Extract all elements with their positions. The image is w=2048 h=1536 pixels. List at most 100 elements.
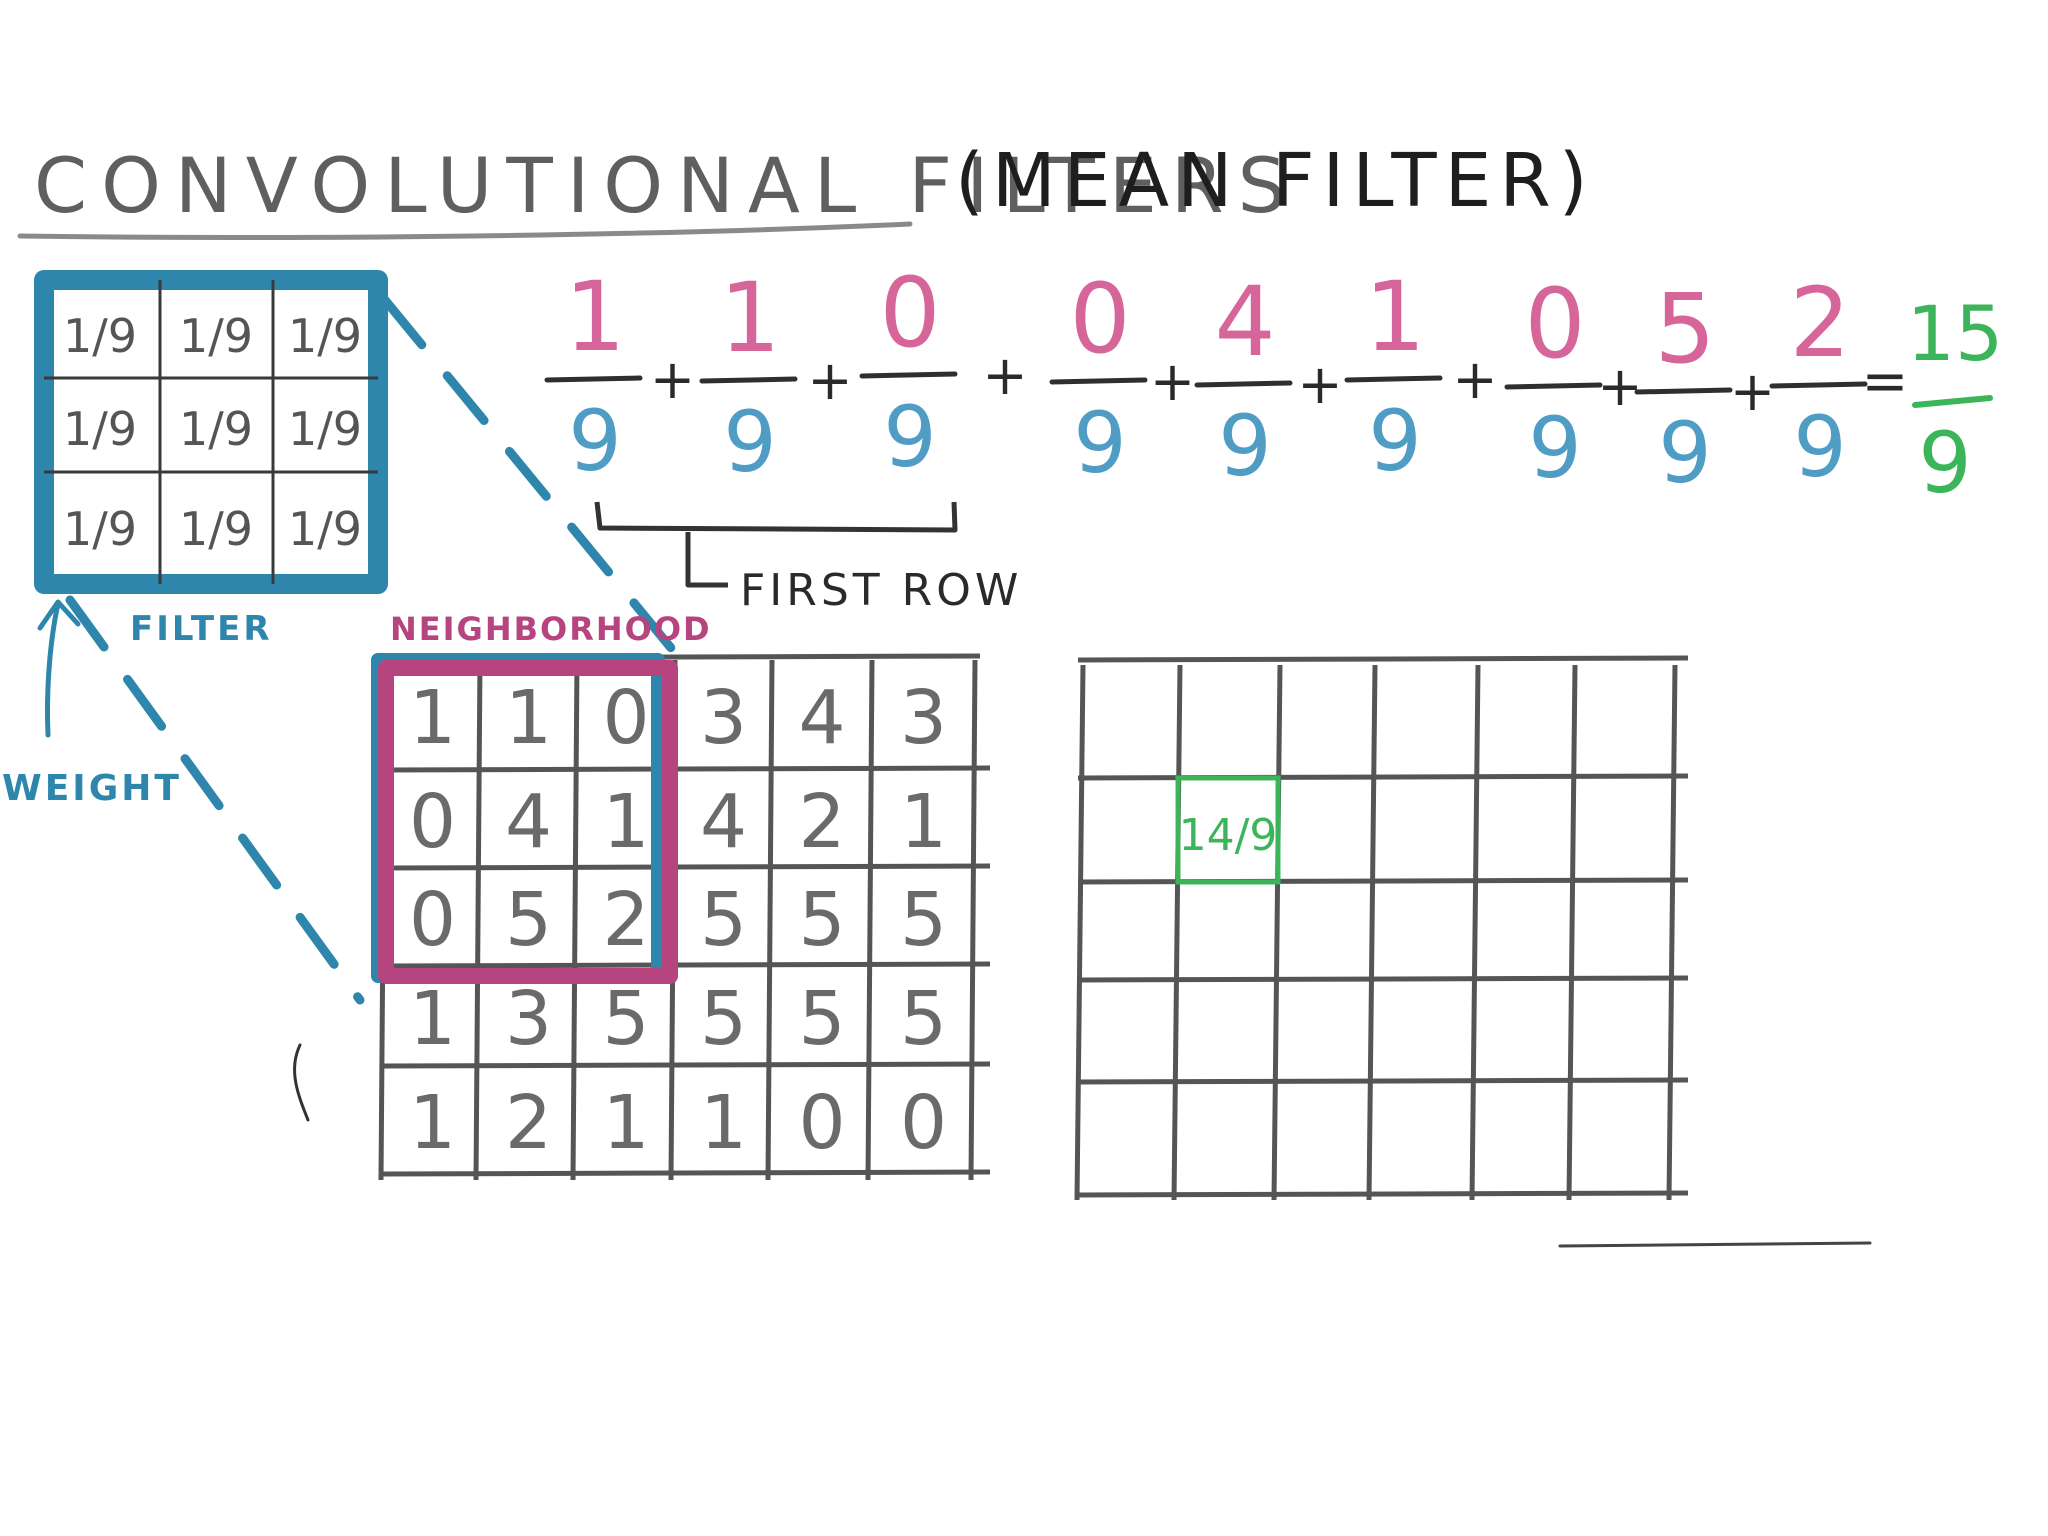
filter-kernel: 1/9 1/9 1/9 1/9 1/9 1/9 1/9 1/9 1/9 FILT…: [34, 270, 388, 649]
fraction-bar: [1634, 387, 1733, 395]
equation-numerator: 0: [879, 257, 940, 369]
filter-cell: 1/9: [63, 502, 137, 556]
projection-line-top: [380, 295, 690, 670]
input-cell-value: 1: [409, 976, 456, 1062]
input-cell-value: 2: [798, 779, 845, 865]
result-fraction-bar: [1912, 395, 1993, 408]
output-highlight-cell: [1175, 775, 1281, 885]
projection-line-bottom: [65, 595, 365, 1005]
equation-numerator: 0: [1524, 268, 1585, 380]
stray-mark: [293, 1043, 310, 1122]
equation-denominator: 9: [1218, 397, 1271, 495]
grid-line: [1077, 1077, 1689, 1085]
filter-cell: 1/9: [179, 502, 253, 556]
input-cell-value: 3: [900, 675, 947, 761]
input-cell-value: 0: [409, 779, 456, 865]
fraction-bar: [1504, 382, 1603, 390]
fraction-bar: [859, 371, 958, 379]
plus-sign: +: [1730, 360, 1775, 423]
grid-line: [1469, 664, 1481, 1201]
title-main: CONVOLUTIONAL FILTERS: [34, 141, 1300, 230]
result-denominator: 9: [1918, 414, 1971, 512]
input-cell-value: 5: [602, 976, 649, 1062]
first-row-label: FIRST ROW: [740, 565, 1022, 616]
plus-sign: +: [807, 349, 852, 412]
input-cell-value: 2: [602, 877, 649, 963]
equation: 19+19+09+09+49+19+09+59+29=159: [544, 257, 2004, 512]
input-cell-value: 5: [700, 877, 747, 963]
grid-line: [1666, 664, 1678, 1201]
grid-line: [382, 765, 991, 773]
grid-line: [570, 659, 580, 1181]
grid-line: [968, 659, 978, 1181]
equation-denominator: 9: [883, 388, 936, 486]
plus-sign: +: [1452, 348, 1497, 411]
input-cell-value: 1: [602, 1080, 649, 1166]
input-cell-value: 5: [900, 976, 947, 1062]
grid-line: [1366, 664, 1378, 1201]
input-cell-value: 5: [798, 877, 845, 963]
fraction-bar: [544, 375, 643, 383]
grid-line: [1077, 975, 1689, 983]
input-cell-value: 2: [505, 1080, 552, 1166]
grid-line: [1566, 664, 1578, 1201]
input-cell-value: 5: [900, 877, 947, 963]
equation-numerator: 1: [1364, 261, 1425, 373]
fraction-bar: [1194, 380, 1293, 388]
weight-annotation: WEIGHT: [2, 599, 179, 809]
input-cell-value: 1: [409, 1080, 456, 1166]
filter-cell: 1/9: [63, 309, 137, 363]
first-row-bracket: FIRST ROW: [594, 501, 1022, 616]
neighborhood-frames: [371, 653, 678, 984]
filter-cell: 1/9: [63, 402, 137, 456]
filter-cell: 1/9: [288, 502, 362, 556]
grid-line: [765, 659, 775, 1181]
equation-denominator: 9: [1793, 398, 1846, 496]
fraction-bar: [699, 376, 798, 384]
equation-numerator: 0: [1069, 263, 1130, 375]
bracket-pointer: [685, 532, 728, 588]
filter-cell: 1/9: [288, 402, 362, 456]
input-cell-value: 4: [700, 779, 747, 865]
grid-line: [473, 659, 483, 1181]
input-cell-value: 5: [798, 976, 845, 1062]
equation-denominator: 9: [1073, 394, 1126, 492]
filter-cell: 1/9: [179, 309, 253, 363]
grid-line: [865, 659, 875, 1181]
stray-line: [1558, 1241, 1872, 1248]
grid-line: [1171, 664, 1183, 1201]
title-underline: [17, 221, 913, 240]
fraction-bar: [1344, 375, 1443, 383]
fraction-bar: [1049, 377, 1148, 385]
grid-line: [1077, 655, 1689, 663]
neighborhood-frame: [378, 660, 678, 984]
input-cell-value: 1: [900, 779, 947, 865]
grid-line: [382, 1061, 991, 1069]
input-cell-value: 1: [602, 779, 649, 865]
equation-numerator: 5: [1654, 273, 1715, 385]
weight-arrow-shaft: [44, 601, 61, 738]
result-numerator: 15: [1907, 289, 2004, 378]
equation-numerator: 1: [719, 262, 780, 374]
title-paren: (MEAN FILTER): [955, 138, 1596, 224]
output-image-grid: [1074, 655, 1689, 1201]
plus-sign: +: [650, 348, 695, 411]
grid-line: [382, 961, 991, 969]
equation-numerator: 1: [564, 261, 625, 373]
filter-cell: 1/9: [288, 309, 362, 363]
input-cell-value: 4: [798, 675, 845, 761]
plus-sign: +: [1297, 353, 1342, 416]
weight-arrow-head: [37, 599, 81, 631]
output-cell-value: 14/9: [1179, 810, 1278, 861]
filter-frame: [34, 270, 388, 594]
equation-numerator: 2: [1789, 267, 1850, 379]
input-cell-value: 1: [409, 675, 456, 761]
equation-denominator: 9: [1528, 399, 1581, 497]
equation-denominator: 9: [1658, 404, 1711, 502]
input-cell-value: 5: [700, 976, 747, 1062]
grid-line: [1074, 664, 1086, 1201]
input-cell-value: 3: [505, 976, 552, 1062]
input-cell-value: 1: [700, 1080, 747, 1166]
